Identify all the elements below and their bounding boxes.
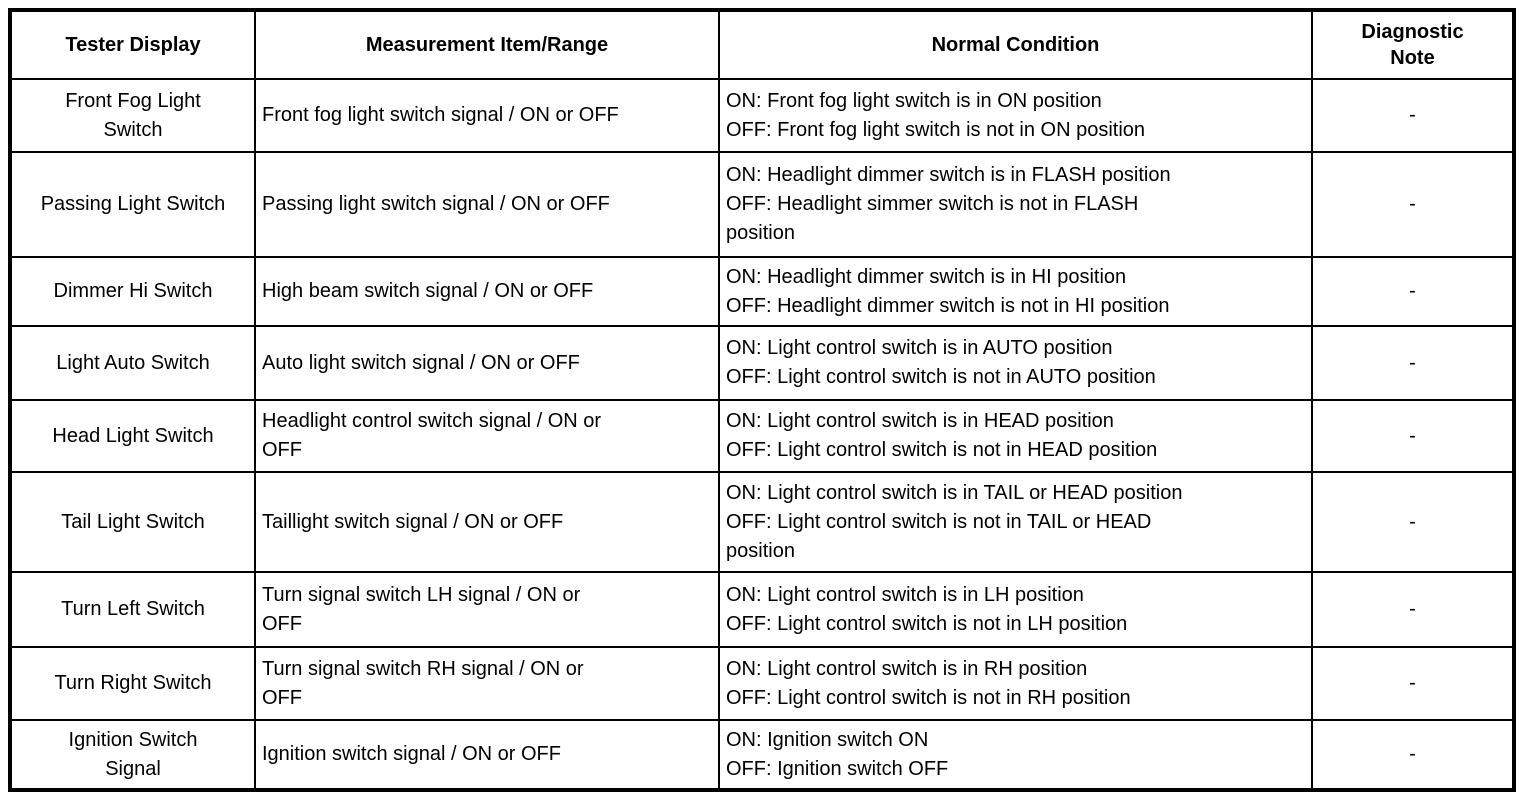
cell-normal-condition: ON: Light control switch is in RH positi… xyxy=(718,646,1313,721)
cell-diagnostic-note: - xyxy=(1311,256,1515,327)
table-row: Head Light Switch Headlight control swit… xyxy=(9,399,1515,473)
cell-measurement-item: Front fog light switch signal / ON or OF… xyxy=(254,78,720,153)
table-row: Front Fog Light Switch Front fog light s… xyxy=(9,78,1515,153)
cell-tester-display: Turn Right Switch xyxy=(9,646,256,721)
col-header-diagnostic-note: Diagnostic Note xyxy=(1311,9,1515,80)
cell-measurement-item: Ignition switch signal / ON or OFF xyxy=(254,719,720,791)
cell-diagnostic-note: - xyxy=(1311,471,1515,573)
cell-diagnostic-note: - xyxy=(1311,325,1515,401)
cell-measurement-item: Auto light switch signal / ON or OFF xyxy=(254,325,720,401)
cell-normal-condition: ON: Light control switch is in LH positi… xyxy=(718,571,1313,648)
table-header-row: Tester Display Measurement Item/Range No… xyxy=(9,9,1515,80)
cell-tester-display: Dimmer Hi Switch xyxy=(9,256,256,327)
col-header-normal-condition: Normal Condition xyxy=(718,9,1313,80)
cell-measurement-item: Turn signal switch LH signal / ON or OFF xyxy=(254,571,720,648)
cell-diagnostic-note: - xyxy=(1311,719,1515,791)
col-header-measurement-item-range: Measurement Item/Range xyxy=(254,9,720,80)
cell-diagnostic-note: - xyxy=(1311,571,1515,648)
cell-measurement-item: Turn signal switch RH signal / ON or OFF xyxy=(254,646,720,721)
cell-normal-condition: ON: Light control switch is in AUTO posi… xyxy=(718,325,1313,401)
cell-diagnostic-note: - xyxy=(1311,399,1515,473)
table-row: Ignition Switch Signal Ignition switch s… xyxy=(9,719,1515,791)
cell-measurement-item: Taillight switch signal / ON or OFF xyxy=(254,471,720,573)
cell-tester-display: Ignition Switch Signal xyxy=(9,719,256,791)
cell-normal-condition: ON: Light control switch is in TAIL or H… xyxy=(718,471,1313,573)
table-row: Passing Light Switch Passing light switc… xyxy=(9,151,1515,258)
cell-diagnostic-note: - xyxy=(1311,78,1515,153)
cell-tester-display: Front Fog Light Switch xyxy=(9,78,256,153)
cell-tester-display: Tail Light Switch xyxy=(9,471,256,573)
cell-tester-display: Head Light Switch xyxy=(9,399,256,473)
cell-tester-display: Turn Left Switch xyxy=(9,571,256,648)
cell-diagnostic-note: - xyxy=(1311,646,1515,721)
table-row: Turn Left Switch Turn signal switch LH s… xyxy=(9,571,1515,648)
cell-diagnostic-note: - xyxy=(1311,151,1515,258)
cell-normal-condition: ON: Ignition switch ON OFF: Ignition swi… xyxy=(718,719,1313,791)
table-row: Light Auto Switch Auto light switch sign… xyxy=(9,325,1515,401)
cell-normal-condition: ON: Headlight dimmer switch is in FLASH … xyxy=(718,151,1313,258)
diagnostic-data-table: Tester Display Measurement Item/Range No… xyxy=(8,8,1516,792)
cell-normal-condition: ON: Headlight dimmer switch is in HI pos… xyxy=(718,256,1313,327)
table-row: Turn Right Switch Turn signal switch RH … xyxy=(9,646,1515,721)
cell-normal-condition: ON: Light control switch is in HEAD posi… xyxy=(718,399,1313,473)
cell-measurement-item: Headlight control switch signal / ON or … xyxy=(254,399,720,473)
cell-tester-display: Light Auto Switch xyxy=(9,325,256,401)
table-row: Dimmer Hi Switch High beam switch signal… xyxy=(9,256,1515,327)
cell-measurement-item: Passing light switch signal / ON or OFF xyxy=(254,151,720,258)
cell-tester-display: Passing Light Switch xyxy=(9,151,256,258)
cell-measurement-item: High beam switch signal / ON or OFF xyxy=(254,256,720,327)
col-header-tester-display: Tester Display xyxy=(9,9,256,80)
cell-normal-condition: ON: Front fog light switch is in ON posi… xyxy=(718,78,1313,153)
table-row: Tail Light Switch Taillight switch signa… xyxy=(9,471,1515,573)
